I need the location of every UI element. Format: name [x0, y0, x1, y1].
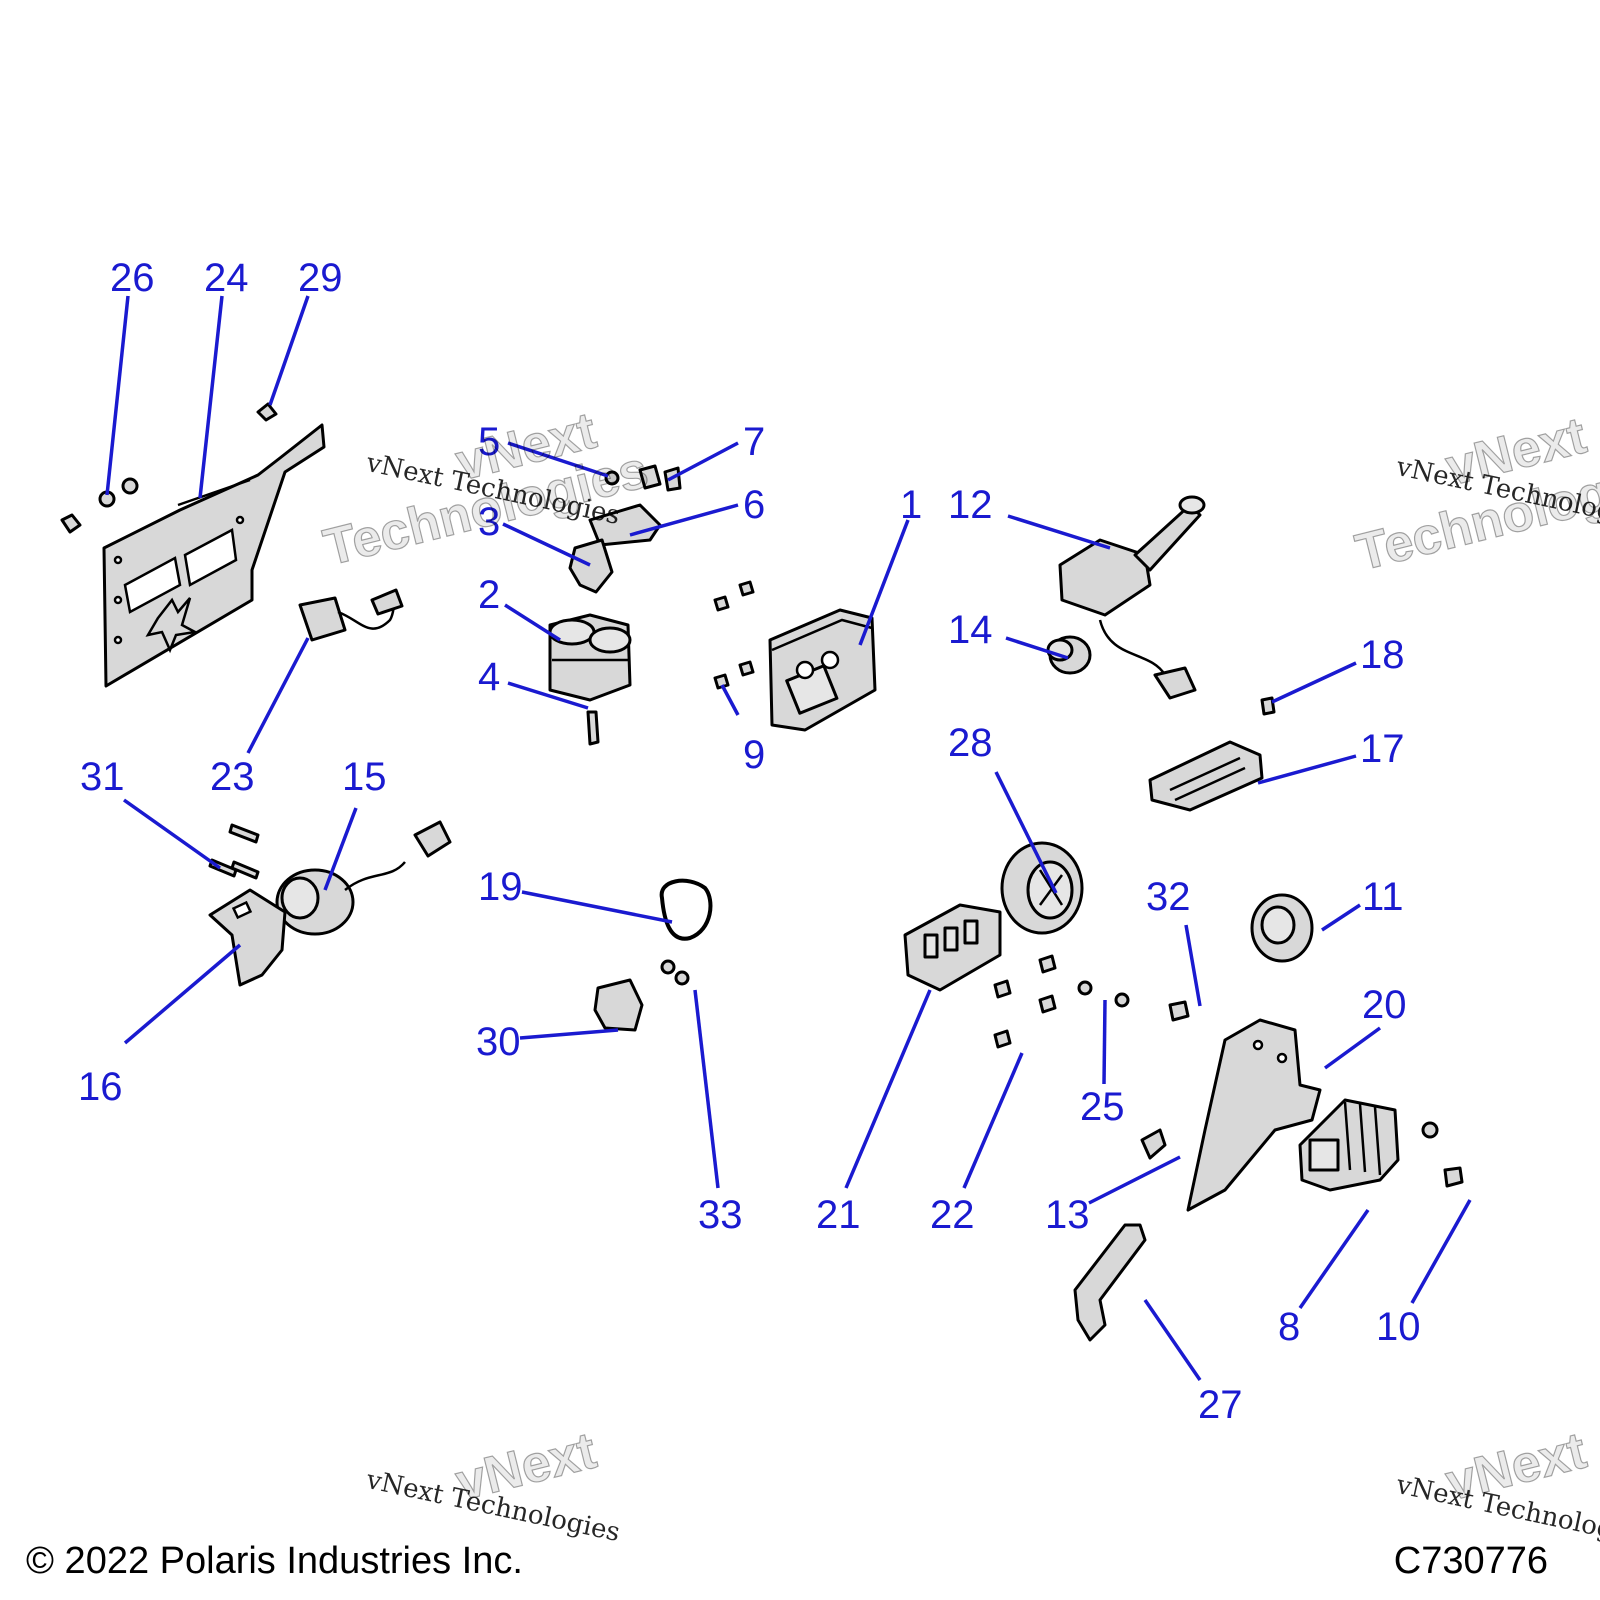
- part-17-connector: [1148, 740, 1264, 812]
- part-9-screws: [713, 580, 755, 690]
- callout-1: 1: [900, 483, 922, 527]
- part-21-switch-housing: [903, 903, 1002, 992]
- part-32-screw: [1168, 1000, 1190, 1022]
- callout-33: 33: [698, 1193, 743, 1237]
- callout-4: 4: [478, 655, 500, 699]
- part-24-mounting-plate: [102, 423, 326, 688]
- callout-27: 27: [1198, 1383, 1243, 1427]
- part-10-screw: [1421, 1121, 1464, 1188]
- callout-11: 11: [1362, 875, 1404, 919]
- callout-18: 18: [1360, 633, 1405, 677]
- part-3-bracket: [568, 538, 614, 594]
- part-29-bolt: [256, 402, 278, 422]
- part-12-ignition-switch: [1058, 495, 1206, 700]
- part-31-pins: [208, 823, 260, 880]
- callout-22: 22: [930, 1193, 975, 1237]
- callout-13: 13: [1045, 1193, 1090, 1237]
- callout-labels: 26 24 29 5 7 6 3 2 4 1 9 12 14 18 17 28 …: [78, 256, 1421, 1427]
- part-26-nut: [60, 477, 139, 534]
- callout-20: 20: [1362, 983, 1407, 1027]
- part-23-switch-harness: [298, 588, 404, 642]
- part-13-clip: [1140, 1128, 1167, 1160]
- copyright-notice: © 2022 Polaris Industries Inc.: [26, 1540, 523, 1582]
- part-27-strap-bracket: [1073, 1223, 1147, 1342]
- part-5-screw: [604, 470, 620, 486]
- part-15-coil-harness: [275, 820, 452, 936]
- part-33-nuts: [660, 959, 690, 986]
- part-2-relay-module: [548, 613, 632, 702]
- callout-31: 31: [80, 755, 125, 799]
- part-8-regulator: [1298, 1098, 1400, 1192]
- part-30-relay: [593, 978, 644, 1032]
- drawing-number: C730776: [1393, 1540, 1548, 1582]
- part-4-pin: [586, 710, 600, 746]
- callout-15: 15: [342, 755, 387, 799]
- part-11-buzzer: [1250, 893, 1314, 963]
- part-28-lock-cylinder: [1000, 841, 1084, 935]
- callout-21: 21: [816, 1193, 861, 1237]
- part-1-ecu: [768, 608, 877, 732]
- callout-9: 9: [743, 733, 765, 777]
- callout-10: 10: [1376, 1305, 1421, 1349]
- part-20-bracket: [1186, 1018, 1322, 1212]
- callout-29: 29: [298, 256, 343, 300]
- callout-28: 28: [948, 721, 993, 765]
- callout-5: 5: [478, 420, 500, 464]
- leader-lines: [105, 295, 1472, 1381]
- callout-30: 30: [476, 1020, 521, 1064]
- callout-25: 25: [1080, 1085, 1125, 1129]
- callout-23: 23: [210, 755, 255, 799]
- callout-24: 24: [204, 256, 249, 300]
- callout-26: 26: [110, 256, 155, 300]
- callout-19: 19: [478, 865, 523, 909]
- part-25-nuts: [1077, 980, 1130, 1008]
- callout-16: 16: [78, 1065, 123, 1109]
- callout-8: 8: [1278, 1305, 1300, 1349]
- callout-32: 32: [1146, 875, 1191, 919]
- callout-12: 12: [948, 483, 993, 527]
- part-22-screws: [993, 954, 1057, 1049]
- part-16-bracket: [208, 888, 287, 987]
- callout-6: 6: [743, 483, 765, 527]
- part-19-o-ring: [659, 878, 713, 941]
- callout-7: 7: [743, 420, 765, 464]
- callout-14: 14: [948, 608, 993, 652]
- callout-2: 2: [478, 573, 500, 617]
- callout-3: 3: [478, 500, 500, 544]
- part-18-screw: [1260, 696, 1276, 716]
- callout-17: 17: [1360, 727, 1405, 771]
